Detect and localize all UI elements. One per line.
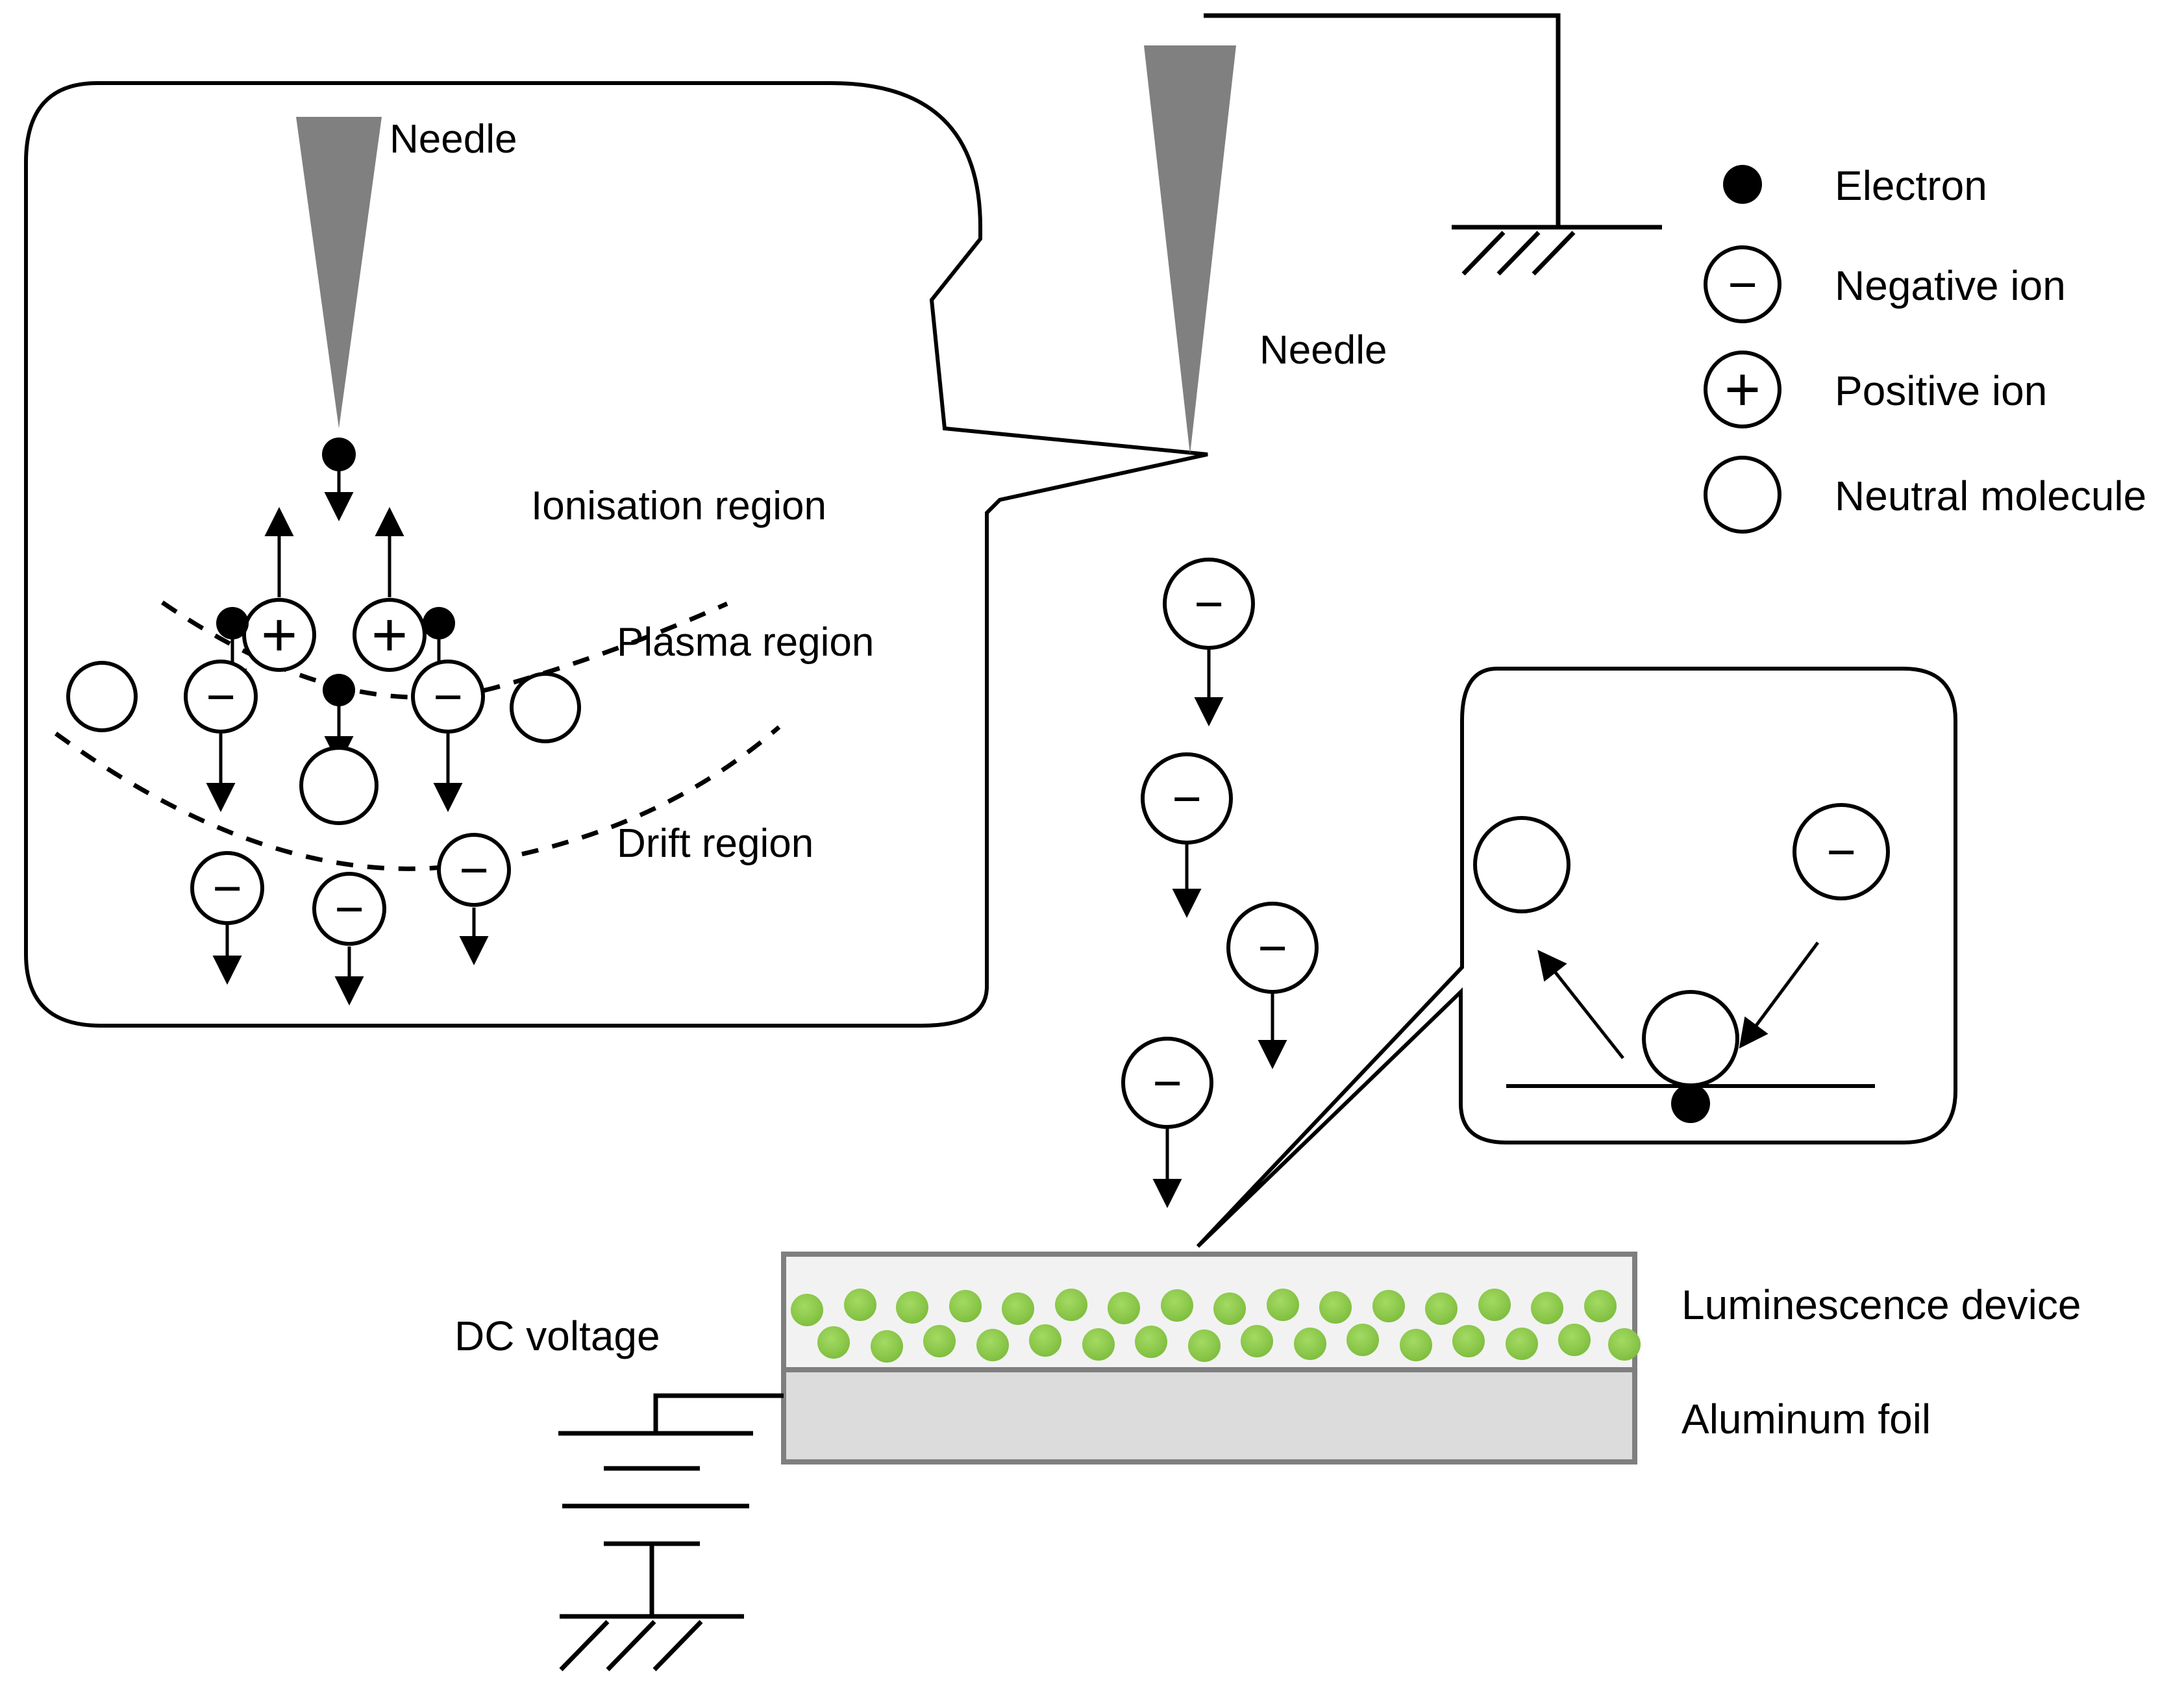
inset-electron-on-surface: [1671, 1084, 1710, 1123]
negative-ion-plasma-left: −: [184, 660, 258, 813]
neutral-molecule: [299, 746, 378, 825]
electron-center-plasma: [323, 674, 355, 766]
positive-ion-group-1: +: [242, 506, 316, 672]
negative-ion-glyph: −: [1826, 823, 1856, 880]
needle-right-icon: [1144, 45, 1236, 454]
legend-label-neutral-molecule: Neutral molecule: [1835, 473, 2146, 519]
positive-ion-glyph: +: [371, 600, 408, 670]
positive-ion-glyph: +: [261, 600, 297, 670]
left-callout-bubble: [24, 81, 1208, 1028]
needle-ground-wire: [1204, 13, 1561, 227]
luminescence-device-label: Luminescence device: [1681, 1281, 2081, 1328]
inset-neutral-molecule-left: [1473, 816, 1570, 913]
inset-negative-ion: −: [1793, 803, 1890, 900]
negative-ion-glyph: −: [1194, 575, 1224, 632]
drift-region-label: Drift region: [617, 821, 813, 866]
needle-left-icon: [296, 117, 382, 428]
negative-ion-glyph: −: [459, 841, 489, 898]
aluminum-foil-layer: [781, 1367, 1637, 1464]
positive-ion-group-2: +: [353, 506, 427, 672]
negative-ion-glyph: −: [1728, 256, 1757, 313]
negative-ion-drift-1: −: [190, 851, 264, 985]
inset-arrow-incoming: [1739, 941, 1820, 1049]
negative-ion-glyph: −: [1152, 1054, 1182, 1111]
electron-from-needle: [322, 438, 356, 522]
negative-ion-plasma-right: −: [411, 660, 485, 813]
ion-stream-1: −: [1163, 558, 1255, 727]
neutral-molecule-icon: [1704, 456, 1781, 534]
inset-callout-box: [1196, 667, 1957, 1248]
legend-label-electron: Electron: [1835, 162, 1987, 209]
legend: Electron − Negative ion + Positive ion N…: [1704, 162, 2146, 534]
foil-to-battery-wire: [653, 1393, 784, 1433]
ion-stream-2: −: [1141, 752, 1233, 919]
negative-ion-glyph: −: [206, 668, 236, 725]
negative-ion-drift-2: −: [312, 872, 386, 1006]
legend-item-neutral-molecule: Neutral molecule: [1704, 456, 2146, 534]
plasma-region-label: Plasma region: [617, 620, 874, 665]
legend-item-positive-ion: + Positive ion: [1704, 351, 2047, 428]
legend-item-electron: Electron: [1723, 162, 1987, 209]
neutral-molecule: [510, 672, 581, 743]
negative-ion-glyph: −: [1258, 919, 1287, 976]
ion-stream-4: −: [1121, 1037, 1213, 1209]
electron-dot-icon: [1723, 165, 1762, 204]
plasma-upper-boundary: [161, 600, 728, 700]
negative-ion-glyph: −: [212, 859, 242, 917]
aluminum-foil-label: Aluminum foil: [1681, 1396, 1931, 1442]
inset-neutral-molecule-center: [1642, 990, 1739, 1087]
negative-ion-glyph: −: [1172, 770, 1202, 827]
positive-ion-glyph: +: [1724, 355, 1761, 425]
legend-label-negative-ion: Negative ion: [1835, 262, 2066, 309]
neutral-molecule: [66, 661, 138, 732]
ground-symbol-bottom: [559, 1614, 744, 1672]
negative-ion-icon: [1704, 245, 1781, 323]
ground-symbol-top: [1452, 225, 1662, 276]
negative-ion-drift-3: −: [437, 833, 511, 966]
phosphor-particles: [791, 1289, 1641, 1363]
legend-label-positive-ion: Positive ion: [1835, 367, 2047, 414]
inset-arrow-outgoing: [1537, 950, 1624, 1059]
dc-voltage-label: DC voltage: [454, 1313, 660, 1359]
ionisation-region-label: Ionisation region: [531, 484, 826, 528]
needle-left-label: Needle: [390, 117, 517, 162]
positive-ion-icon: [1704, 351, 1781, 428]
needle-right-label: Needle: [1260, 328, 1387, 373]
battery-symbol: [558, 1431, 753, 1616]
negative-ion-glyph: −: [433, 668, 463, 725]
negative-ion-glyph: −: [334, 880, 364, 937]
legend-item-negative-ion: − Negative ion: [1704, 245, 2066, 323]
ion-stream-3: −: [1226, 902, 1319, 1070]
